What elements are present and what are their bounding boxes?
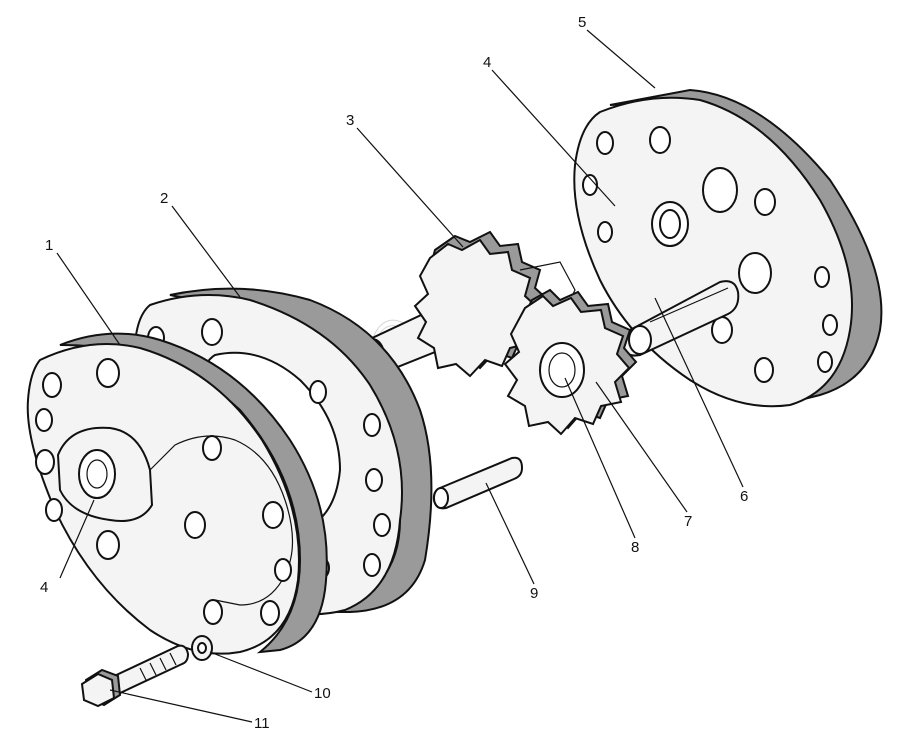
- callout-7: 7: [684, 513, 692, 530]
- leader-7: [595, 381, 688, 513]
- leader-9: [485, 482, 535, 585]
- callout-4-rear: 4: [483, 54, 491, 71]
- leader-8: [564, 377, 636, 539]
- driven-gear-part-7: [503, 288, 638, 436]
- callout-10: 10: [314, 685, 331, 702]
- leader-6: [654, 297, 744, 488]
- cover-bore: [78, 449, 116, 499]
- callout-1: 1: [45, 237, 53, 254]
- leader-5: [586, 29, 656, 89]
- callout-3: 3: [346, 112, 354, 129]
- callout-8: 8: [631, 539, 639, 556]
- pin-part-9: [432, 456, 524, 510]
- callout-2: 2: [160, 190, 168, 207]
- callout-labels: 1 2 3 4 4 5 6 7 8 9 10 11: [40, 14, 748, 732]
- washer-part-10: [191, 635, 213, 661]
- callout-6: 6: [740, 488, 748, 505]
- leader-1: [56, 252, 121, 346]
- shaft-part-6: [620, 280, 740, 357]
- callout-4-front: 4: [40, 579, 48, 596]
- leader-11: [109, 689, 253, 723]
- leader-3: [356, 127, 464, 248]
- leader-4b: [491, 69, 616, 207]
- callout-5: 5: [578, 14, 586, 31]
- gear-bore: [539, 342, 585, 398]
- leader-4a: [59, 499, 95, 579]
- bolt-part-11: [80, 644, 190, 708]
- leader-10: [209, 651, 313, 693]
- callout-9: 9: [530, 585, 538, 602]
- leader-lines: [56, 29, 744, 723]
- front-cover-part-1: [26, 332, 328, 655]
- leader-2: [171, 205, 241, 298]
- callout-11: 11: [254, 715, 270, 732]
